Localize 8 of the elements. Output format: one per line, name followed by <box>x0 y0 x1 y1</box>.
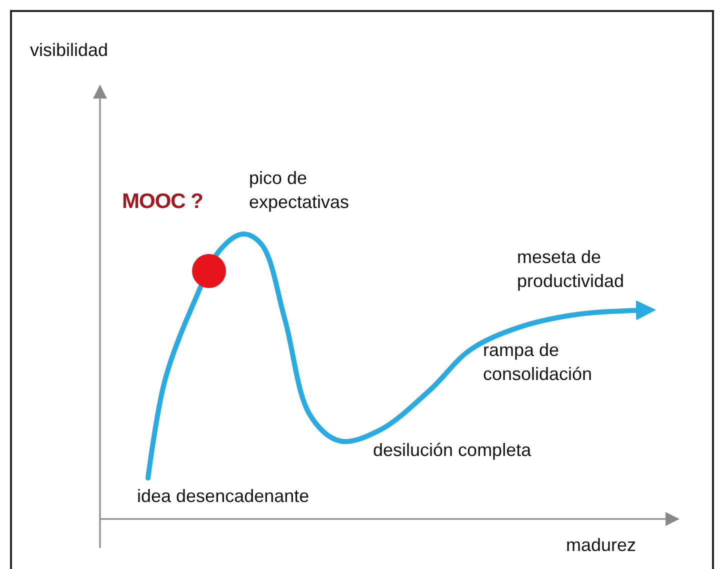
axis-title: visibilidad <box>30 39 110 62</box>
phase-label: desilución completa <box>373 439 532 462</box>
phase-label: meseta de productividad <box>517 246 626 293</box>
phase-label: pico de expectativas <box>249 167 350 214</box>
highlight-label: MOOC ? <box>122 190 204 214</box>
phase-label: idea desencadenante <box>137 485 310 508</box>
axis-title: madurez <box>566 534 638 557</box>
phase-label: rampa de consolidación <box>483 339 594 386</box>
